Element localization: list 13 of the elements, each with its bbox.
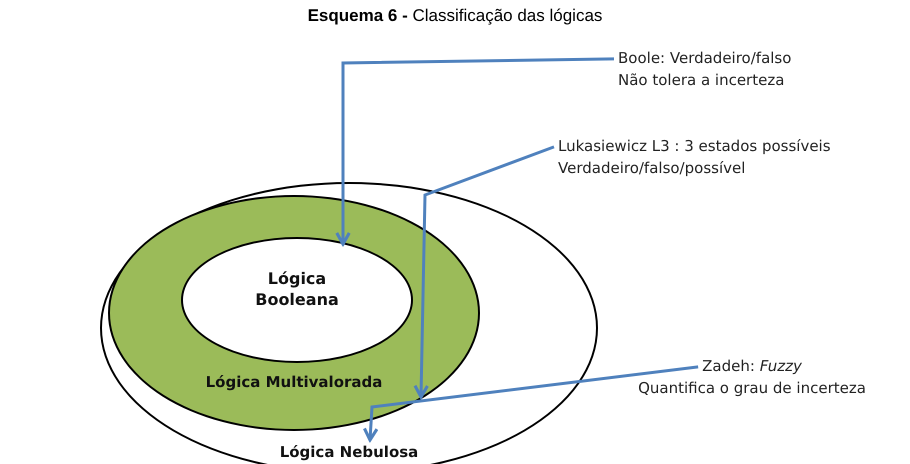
callout-text: Não tolera a incerteza [618, 70, 784, 91]
callout-text: Verdadeiro/falso/possível [558, 158, 746, 179]
region-label: Lógica Multivalorada [206, 373, 382, 392]
callout-text: Lukasiewicz L3 : 3 estados possíveis [558, 136, 831, 157]
diagram-title: Esquema 6 - Classificação das lógicas [308, 6, 602, 25]
callout-text: Zadeh: Fuzzy [702, 356, 802, 377]
arrow [413, 145, 555, 399]
region-label: Lógica Booleana [254, 269, 340, 311]
region-label: Lógica Nebulosa [280, 443, 418, 462]
callout-text: Boole: Verdadeiro/falso [618, 48, 792, 69]
arrow [362, 365, 698, 442]
arrow [335, 57, 614, 246]
callout-text: Quantifica o grau de incerteza [638, 378, 866, 399]
